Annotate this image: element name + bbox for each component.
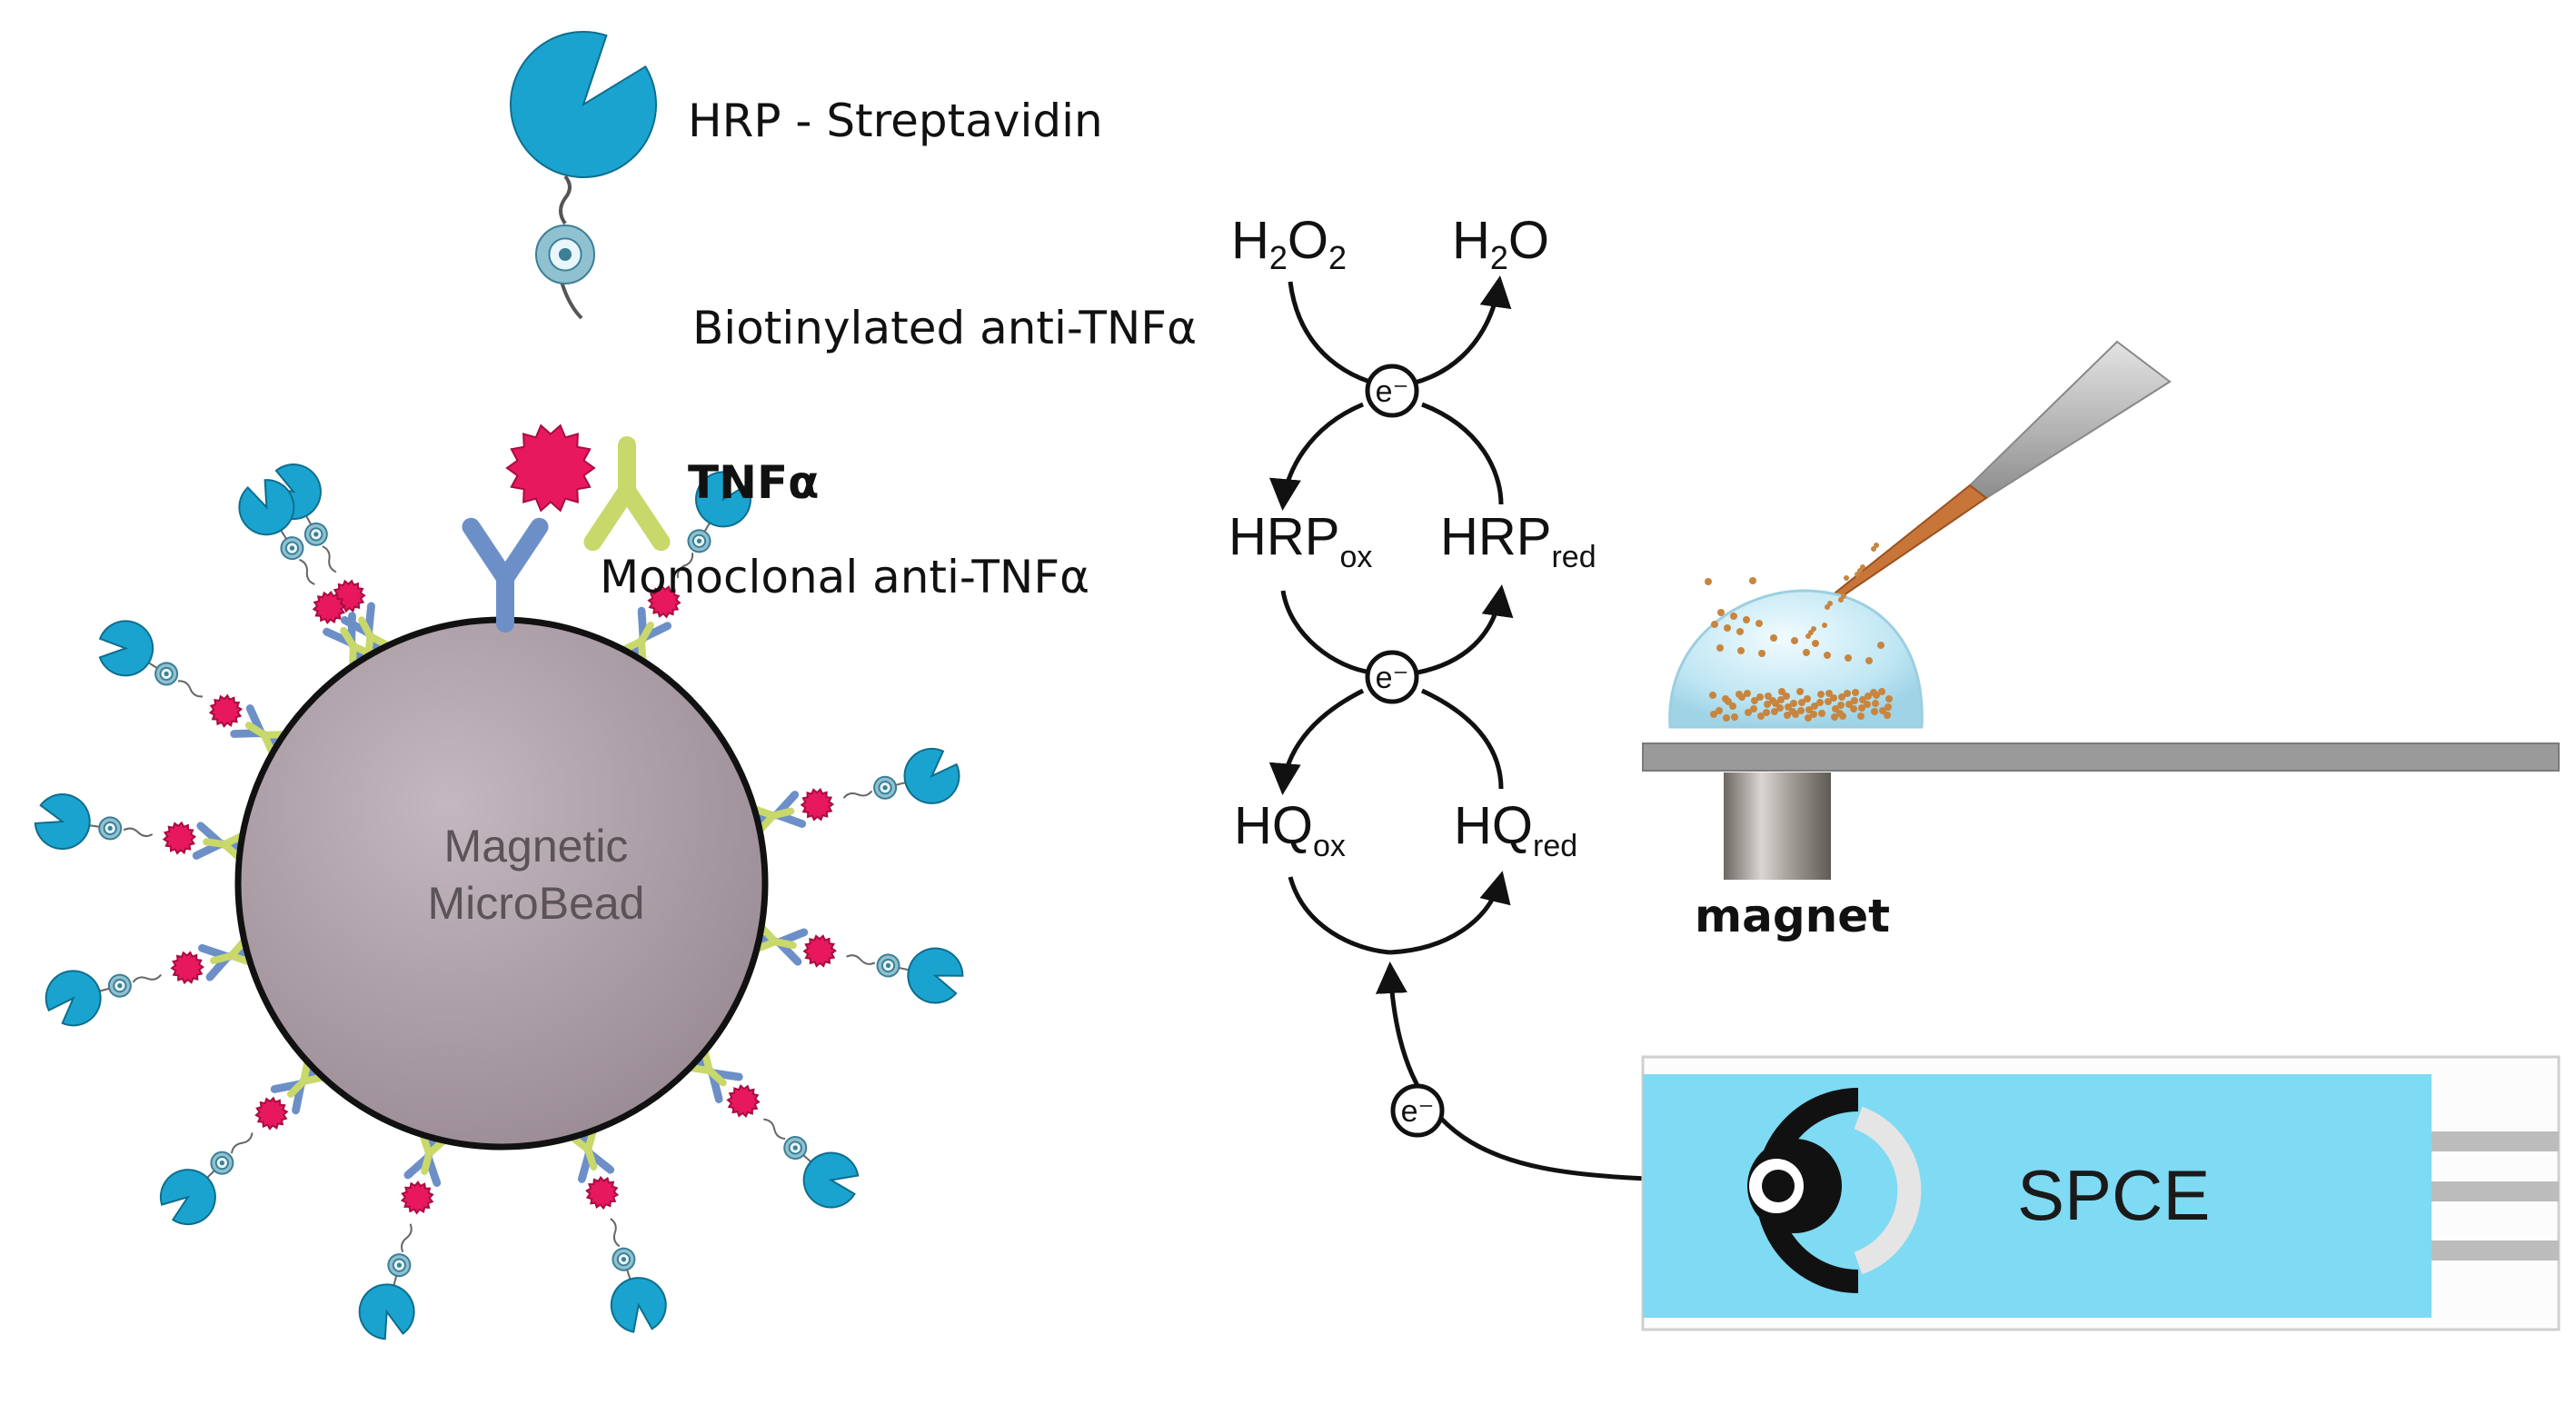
biotinylated-antibody-label: Biotinylated anti-TNFα: [692, 302, 1198, 354]
hrp-enzyme-icon: [34, 793, 91, 851]
antigen-icon: [585, 1175, 620, 1211]
bead-layer: [34, 31, 964, 1340]
electron-transfer-arrow: [1375, 962, 1650, 1181]
bead-conjugate: [98, 620, 293, 762]
bead-label-line2: MicroBead: [427, 877, 645, 929]
hrp-enzyme-icon: [802, 1151, 860, 1209]
hrp-enzyme-icon: [45, 970, 102, 1027]
hrp-enzyme-icon: [903, 747, 960, 804]
electron-text: e⁻: [1376, 661, 1409, 695]
magnet-label: magnet: [1695, 890, 1891, 942]
streptavidin-icon: [210, 1151, 234, 1175]
antigen-icon: [800, 788, 835, 822]
bead-conjugate: [746, 747, 960, 838]
streptavidin-icon: [876, 953, 900, 978]
bead-conjugate: [159, 1053, 332, 1226]
streptavidin-large-icon: [535, 224, 595, 284]
bead-conjugate: [564, 1121, 667, 1333]
electron-text: e⁻: [1401, 1094, 1435, 1129]
electrode-setup: [1641, 340, 2561, 1331]
streptavidin-icon: [612, 1247, 636, 1271]
hrp-enzyme-icon: [610, 1277, 667, 1333]
redox-cycle: e⁻ e⁻ e⁻: [1268, 275, 1650, 1181]
hq-ox-arc: [1268, 688, 1365, 795]
hrp-ox-arc: [1268, 402, 1364, 511]
monoclonal-antibody-label: Monoclonal anti-TNFα: [600, 551, 1090, 603]
bead-conjugate: [45, 933, 259, 1027]
featured-conjugate: [462, 31, 671, 633]
hq-red-label: HQred: [1454, 796, 1578, 863]
detection-antibody-large-icon: [583, 436, 671, 552]
h2o2-label: H2O2: [1231, 211, 1348, 276]
h2o-label: H2O: [1452, 211, 1550, 276]
hq-red-arc: [1389, 871, 1511, 955]
hrp-red-arc: [1417, 584, 1514, 675]
electron-text: e⁻: [1376, 374, 1409, 409]
spce-contact: [2432, 1241, 2559, 1261]
hrp-ox-label: HRPox: [1228, 507, 1373, 574]
antigen-icon: [726, 1084, 761, 1118]
hrp-red-label: HRPred: [1440, 507, 1596, 574]
hrp-enzyme-icon: [98, 620, 154, 677]
antigen-icon: [162, 821, 197, 855]
bead-conjugate: [34, 793, 251, 865]
streptavidin-icon: [280, 536, 304, 561]
h2o-arc: [1394, 275, 1512, 389]
antigen-icon: [254, 1096, 289, 1131]
streptavidin-icon: [387, 1253, 412, 1278]
hrp-enzyme-icon: [358, 1283, 415, 1340]
tnfa-label: TNFα: [688, 456, 820, 509]
capture-antibody-large-icon: [462, 517, 549, 633]
streptavidin-icon: [154, 662, 179, 686]
hrp-enzyme-large-icon: [510, 31, 657, 178]
bead-conjugate: [238, 479, 380, 674]
antigen-icon: [400, 1181, 434, 1215]
hrp-streptavidin-label: HRP - Streptavidin: [688, 95, 1103, 147]
sample-surface: [1642, 742, 2560, 772]
hrp-ox-arc-bottom: [1280, 590, 1373, 675]
hrp-enzyme-icon: [238, 479, 295, 536]
spce-electrode: [1641, 1055, 2561, 1331]
antigen-icon: [312, 590, 346, 625]
bead-conjugate: [615, 471, 751, 670]
hq-ox-arc-bottom: [1288, 876, 1391, 955]
reference-electrode: [1854, 1106, 1922, 1275]
bead-conjugate: [681, 1042, 860, 1209]
hq-red-arc-top: [1420, 688, 1504, 790]
electron-icon: e⁻: [1365, 650, 1419, 704]
antigen-icon: [647, 584, 681, 619]
captured-beads: [1705, 543, 1893, 722]
antigen-icon: [802, 934, 837, 968]
bead-label: Magnetic MicroBead: [345, 818, 727, 932]
spce-label: SPCE: [2017, 1155, 2211, 1235]
streptavidin-icon: [303, 522, 328, 546]
streptavidin-icon: [687, 529, 711, 553]
streptavidin-icon: [107, 973, 132, 998]
antigen-large-icon: [505, 423, 596, 513]
pipette-icon: [1825, 340, 2172, 605]
bead-conjugate: [358, 1126, 452, 1340]
hrp-red-arc-top: [1421, 402, 1504, 505]
antigen-icon: [208, 693, 244, 728]
spce-contact: [2432, 1181, 2559, 1201]
hq-ox-label: HQox: [1234, 796, 1346, 863]
hrp-enzyme-icon: [695, 471, 751, 528]
magnet-icon: [1724, 772, 1831, 880]
droplet: [1668, 589, 1924, 729]
spce-contact: [2432, 1131, 2559, 1151]
bead-conjugate: [749, 920, 964, 1004]
hrp-enzyme-icon: [159, 1169, 216, 1226]
bead-label-line1: Magnetic: [443, 821, 629, 872]
antigen-icon: [170, 951, 204, 985]
pipette-tip: [1825, 483, 1988, 605]
streptavidin-icon: [873, 775, 898, 800]
electron-icon: e⁻: [1365, 364, 1419, 418]
hrp-enzyme-icon: [907, 947, 964, 1004]
streptavidin-icon: [98, 816, 123, 841]
electron-icon: e⁻: [1390, 1083, 1445, 1138]
